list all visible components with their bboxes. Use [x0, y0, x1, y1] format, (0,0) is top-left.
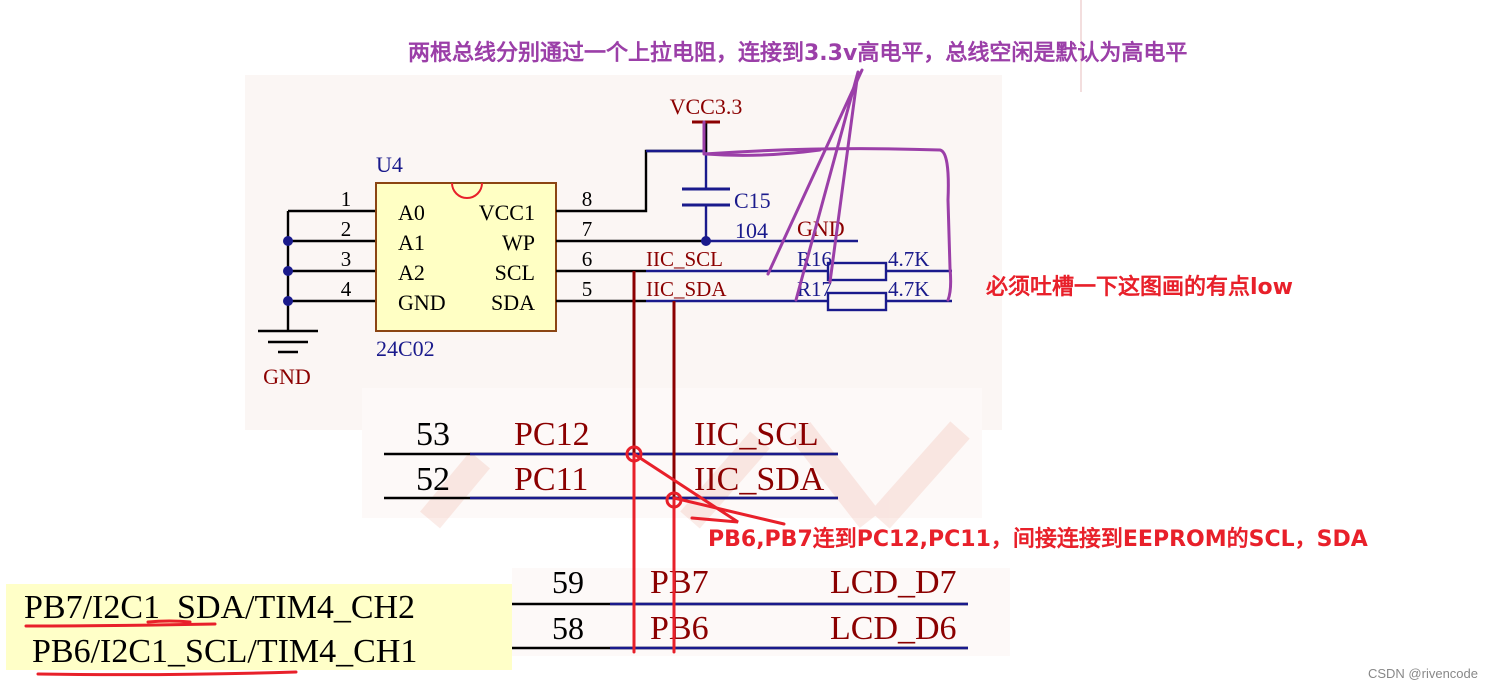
- port-pc11: PC11: [514, 461, 588, 498]
- port-pc12: PC12: [514, 416, 590, 453]
- net-pc11: IIC_SDA: [694, 461, 825, 498]
- net-pc12: IIC_SCL: [694, 416, 819, 453]
- resistor-r17-value: 4.7K: [888, 277, 929, 301]
- pin-name-scl: SCL: [495, 260, 535, 285]
- red-annotation-strokes: [24, 452, 786, 677]
- pin-name-a1: A1: [398, 230, 425, 255]
- vcc-label: VCC3.3: [670, 94, 743, 119]
- pin-num-3: 3: [341, 247, 352, 271]
- right-annotation: 必须吐槽一下这图画的有点low: [986, 274, 1293, 300]
- pin-num-1: 1: [341, 187, 352, 211]
- pin-num-5: 5: [582, 277, 593, 301]
- resistor-r17: [826, 291, 888, 312]
- net-label-scl: IIC_SCL: [646, 247, 723, 271]
- pin-name-sda: SDA: [491, 290, 535, 315]
- pin-name-gnd: GND: [398, 290, 446, 315]
- pin-num-4: 4: [341, 277, 352, 301]
- resistor-r16-value: 4.7K: [888, 247, 929, 271]
- ic-designator: U4: [376, 152, 403, 177]
- cap-value: 104: [735, 218, 768, 243]
- resistor-r16-designator: R16: [797, 247, 832, 271]
- pin-53: 53: [416, 416, 450, 453]
- junction-dot-gnd: [701, 236, 711, 246]
- gnd-symbol-label: GND: [263, 364, 311, 389]
- resistor-r17-designator: R17: [797, 277, 832, 301]
- ic-part-number: 24C02: [376, 336, 435, 361]
- net-label-sda: IIC_SDA: [646, 277, 727, 301]
- pin-num-6: 6: [582, 247, 593, 271]
- port-pb6: PB6: [650, 610, 709, 647]
- pin-function-pb6: PB6/I2C1_SCL/TIM4_CH1: [32, 633, 417, 670]
- cap-designator: C15: [734, 188, 771, 213]
- top-annotation: 两根总线分别通过一个上拉电阻，连接到3.3v高电平，总线空闲是默认为高电平: [408, 40, 1187, 66]
- pin-name-wp: WP: [502, 230, 535, 255]
- capacitor-c15: [682, 187, 730, 207]
- resistor-r16: [826, 261, 888, 282]
- pin-58: 58: [552, 610, 584, 646]
- pin-52: 52: [416, 461, 450, 498]
- pin-name-vcc1: VCC1: [479, 200, 535, 225]
- mcu-panel-pb: [512, 568, 1010, 656]
- watermark-text: CSDN @rivencode: [1368, 666, 1478, 681]
- bottom-annotation: PB6,PB7连到PC12,PC11，间接连接到EEPROM的SCL，SDA: [708, 526, 1368, 552]
- pin-name-a0: A0: [398, 200, 425, 225]
- red-mark-sda: [665, 491, 683, 509]
- pin-function-pb7: PB7/I2C1_SDA/TIM4_CH2: [24, 589, 415, 626]
- pin-num-8: 8: [582, 187, 593, 211]
- net-pb7: LCD_D7: [830, 564, 957, 601]
- address-ground-wires: [286, 209, 376, 330]
- ic-notch: [451, 182, 483, 199]
- eeprom-ic: [375, 182, 557, 332]
- red-mark-scl: [625, 445, 643, 463]
- port-pb7: PB7: [650, 564, 709, 601]
- gnd-symbol: [258, 329, 318, 354]
- pin-num-2: 2: [341, 217, 352, 241]
- pin-name-a2: A2: [398, 260, 425, 285]
- pin-num-7: 7: [582, 217, 593, 241]
- pin-59: 59: [552, 564, 584, 600]
- junction-dots-left: [283, 236, 293, 306]
- schematic-panel: [245, 75, 1002, 430]
- net-pb6: LCD_D6: [830, 610, 957, 647]
- purple-annotation-strokes: [702, 68, 953, 302]
